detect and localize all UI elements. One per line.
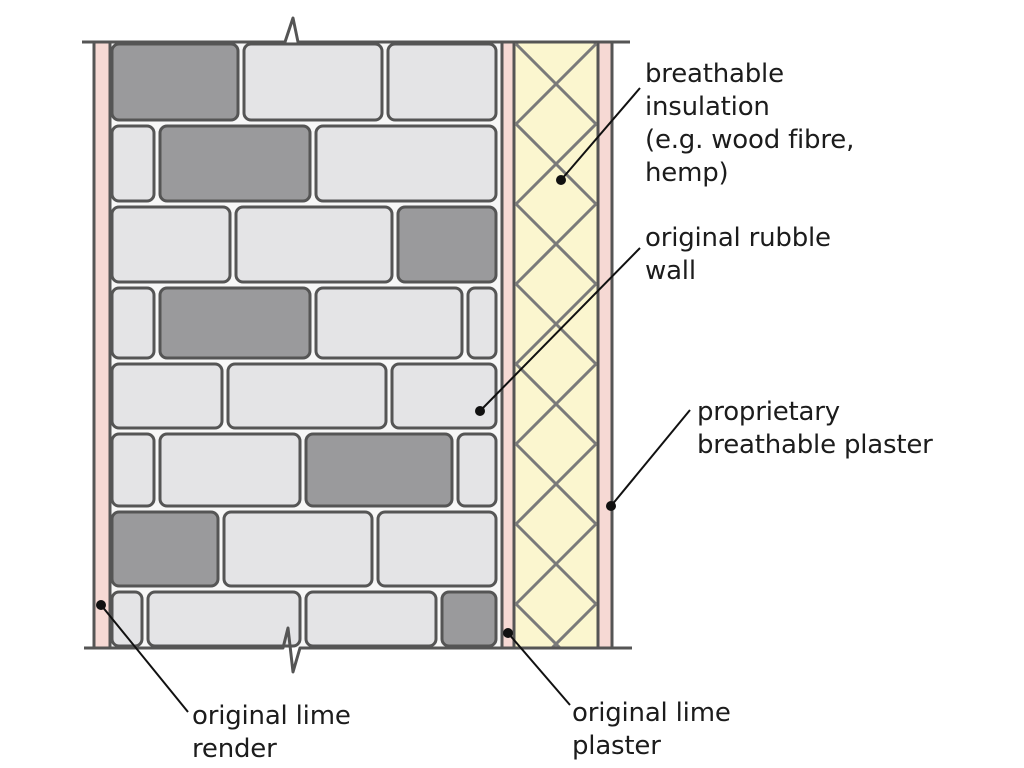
label-insulation-line-1: breathable [645,59,784,89]
stone-dark [158,286,312,360]
hatch-line [514,522,598,606]
hatch-line [514,282,598,366]
hatch-line [515,43,520,46]
leader-lines [100,87,691,713]
stone-light [110,432,156,508]
hatch-line [514,202,598,286]
stone-light [110,124,156,203]
leader-insulation [560,87,641,181]
hatch-line [514,442,598,526]
rubble-stones [110,42,498,648]
lime-render-layer [92,40,112,650]
stone-light [158,432,302,508]
dot-lime-plaster [503,628,513,638]
stone-light [234,205,394,284]
stone-light [466,286,498,360]
dot-insulation [556,175,566,185]
label-plaster-new: proprietary breathable plaster [697,396,933,462]
dot-lime-render [96,600,106,610]
leader-lime-render [100,604,189,713]
leader-rubble-wall [479,247,641,412]
top-break-edge [82,16,630,44]
label-lime-plaster-line-1: original lime [572,698,731,728]
dot-rubble-wall [475,406,485,416]
stone-light [304,590,438,648]
insulation-hatching [514,43,598,647]
label-plaster-new-line-2: breathable plaster [697,430,933,460]
label-insulation: breathable insulation (e.g. wood fibre, … [645,58,854,190]
stone-light [242,42,384,122]
label-lime-plaster: original lime plaster [572,697,731,763]
label-lime-render-line-2: render [192,734,277,764]
stone-dark [396,205,498,284]
stone-light [110,205,232,284]
stone-light [376,510,498,588]
stone-light [386,42,498,122]
bottom-break-edge [84,626,632,674]
breathable-plaster-layer [596,40,614,650]
stone-light [146,590,302,648]
label-rubble-wall: original rubble wall [645,222,831,288]
label-insulation-line-2: insulation [645,92,770,122]
stone-dark [158,124,312,203]
leader-lime-plaster [507,632,571,706]
label-insulation-line-4: hemp) [645,158,729,188]
stone-light [314,124,498,203]
stone-light [226,362,388,430]
stone-light [110,286,156,360]
hatch-line [514,362,598,446]
stone-light [390,362,498,430]
hatch-line [592,43,597,46]
label-rubble-wall-line-1: original rubble [645,223,831,253]
leader-plaster-new [610,409,691,507]
stone-dark [304,432,454,508]
label-lime-render: original lime render [192,700,351,766]
lime-plaster-layer [500,40,516,650]
stone-light [456,432,498,508]
hatch-line [550,602,598,647]
stone-light [314,286,464,360]
hatch-line [514,122,598,206]
leader-dots [96,175,616,638]
stone-light [222,510,374,588]
stone-dark [440,590,498,648]
stone-dark [110,510,220,588]
stone-light [110,362,224,430]
label-lime-render-line-1: original lime [192,701,351,731]
label-rubble-wall-line-2: wall [645,256,696,286]
stone-dark [110,42,240,122]
dot-plaster-new [606,501,616,511]
label-lime-plaster-line-2: plaster [572,731,661,761]
hatch-line [514,43,598,126]
label-insulation-line-3: (e.g. wood fibre, [645,125,855,155]
label-plaster-new-line-1: proprietary [697,397,840,427]
